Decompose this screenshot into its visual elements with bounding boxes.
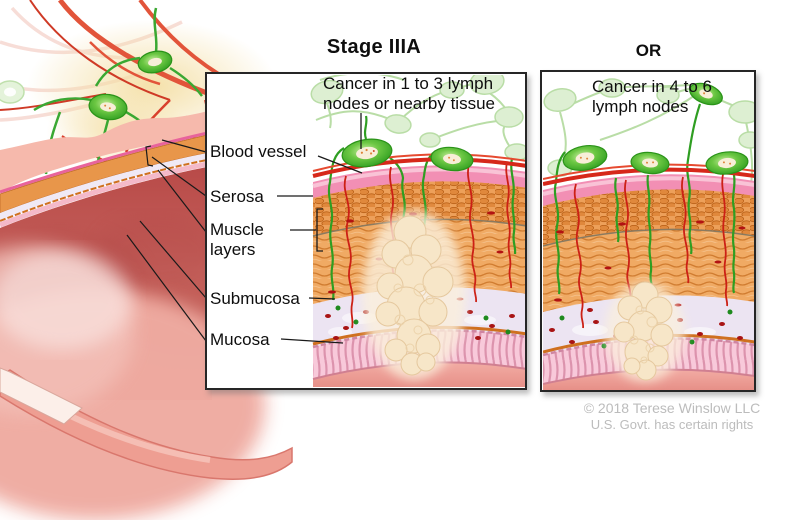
colon-outer-surface — [0, 110, 212, 193]
muscle-bracket-small — [145, 145, 154, 167]
interior-soft-fold — [0, 245, 135, 415]
muscularis-line-cut — [0, 158, 213, 222]
or-caption: Cancer in 4 to 6 lymph nodes — [592, 77, 713, 116]
label-submucosa: Submucosa — [210, 289, 300, 308]
label-blood-vessel: Blood vessel — [210, 142, 307, 161]
pale-lymph-node — [0, 80, 25, 104]
mucosa-edge-cut — [0, 160, 213, 228]
blood-vessel-network — [0, 0, 233, 167]
label-muscle-layers: Muscle layers — [210, 220, 264, 259]
glow-highlight-2 — [46, 90, 190, 174]
stage3a-caption: Cancer in 1 to 3 lymph nodes or nearby t… — [323, 74, 495, 113]
serosa-edge-line — [0, 130, 213, 194]
lymph-vessel-network — [33, 7, 203, 181]
or-title: OR — [635, 41, 662, 60]
stage-title: Stage IIIA — [326, 36, 422, 58]
submucosa-band-cut — [0, 152, 212, 221]
interior-highlight — [0, 250, 132, 350]
panel-or — [540, 70, 756, 392]
label-mucosa: Mucosa — [210, 330, 270, 349]
colon-interior — [0, 166, 212, 400]
muscle-band-cut — [0, 133, 213, 214]
lymph-node — [137, 50, 173, 74]
lymph-node — [88, 93, 128, 121]
external-leader-lines — [126, 139, 207, 342]
mesentery-web — [0, 6, 183, 122]
copyright-line: © 2018 Terese Winslow LLC — [583, 400, 761, 416]
rights-line: U.S. Govt. has certain rights — [590, 417, 754, 432]
label-serosa: Serosa — [210, 187, 264, 206]
